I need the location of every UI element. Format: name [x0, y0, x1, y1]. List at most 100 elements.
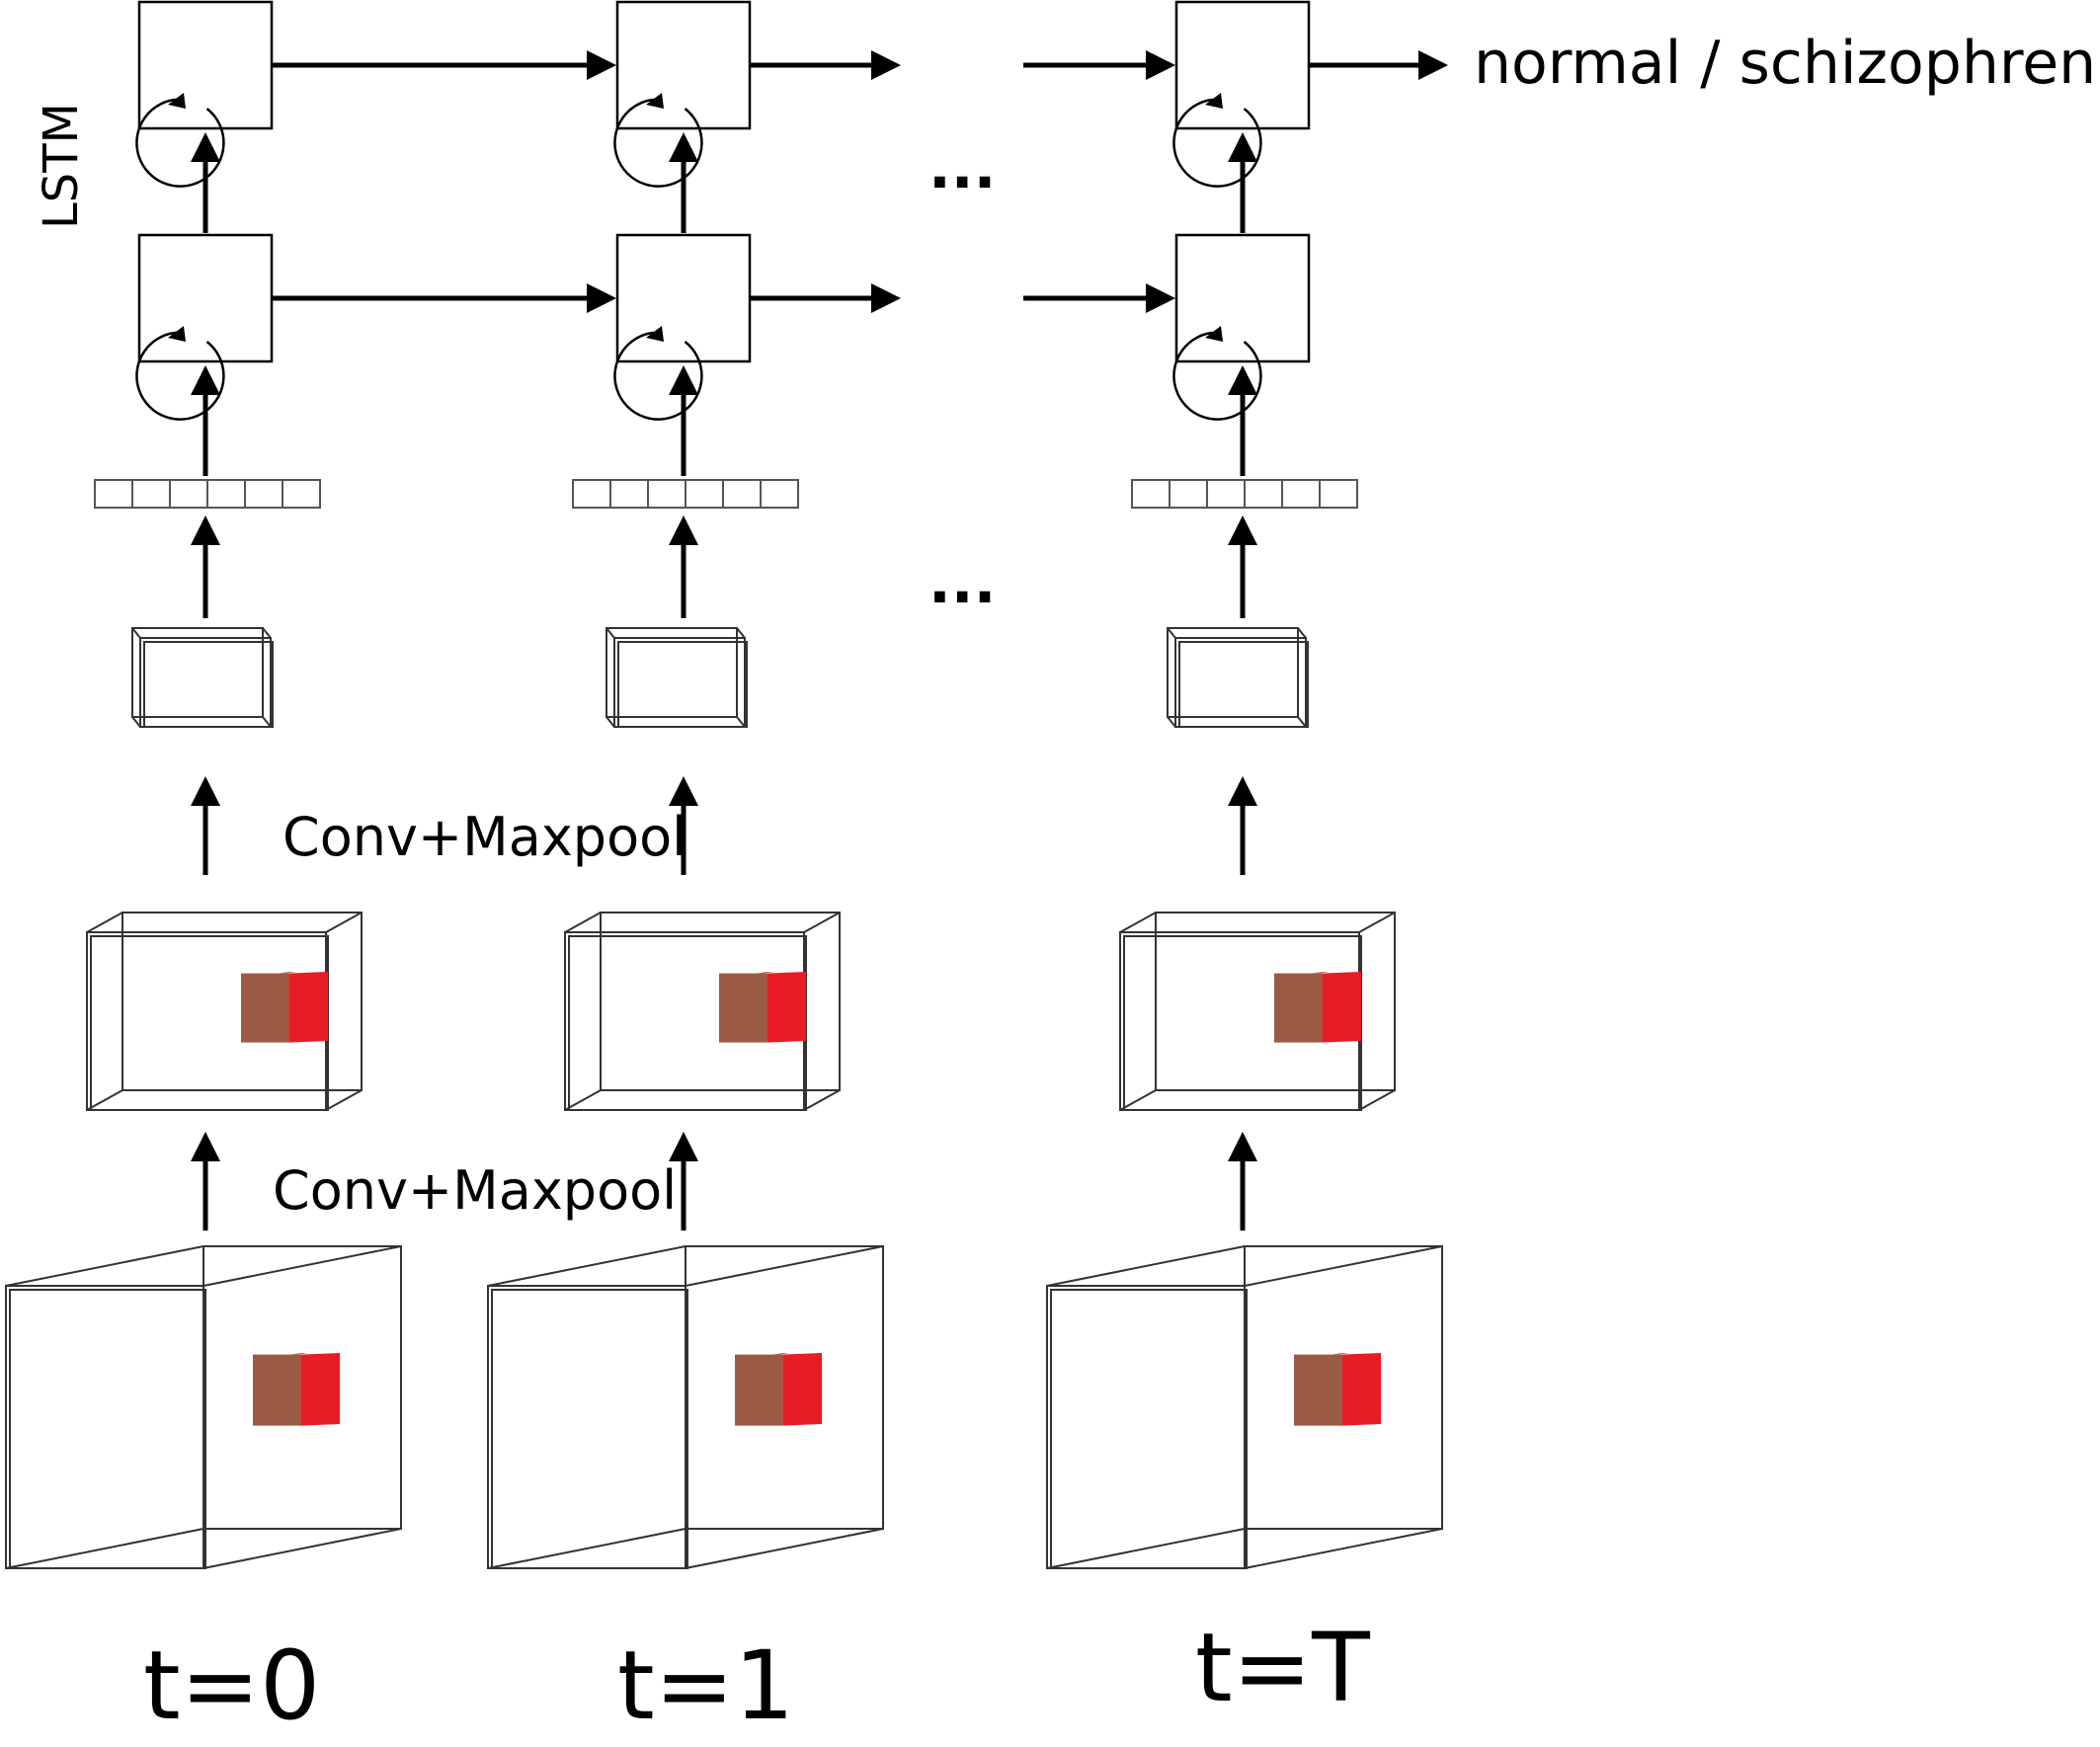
- arrow-conv-lower-t0-head: [191, 1132, 220, 1161]
- arrow-recurrent-bottom-in-T: [1023, 283, 1175, 313]
- lstm-cell-top-t1-loop-icon: [613, 98, 703, 188]
- arrow-conv-lower-t1-head: [669, 1132, 698, 1161]
- large-volume-t0-edge: [5, 1245, 204, 1287]
- feature-vector-t0-cell: [206, 479, 246, 509]
- large-volume-t0: [5, 1245, 402, 1569]
- mid-region-cube-t1: [719, 972, 806, 1043]
- large-region-cube-tT: [1294, 1353, 1381, 1426]
- arrow-recurrent-bottom-in-T-head: [1146, 283, 1175, 313]
- feature-vector-tT: [1131, 479, 1358, 509]
- feature-vector-t1-cell: [760, 479, 799, 509]
- feature-vector-t1-cell: [609, 479, 649, 509]
- arrow-lstm-up-tT: [1228, 132, 1257, 233]
- mid-volume-t1-edge: [803, 912, 841, 933]
- arrow-lstm-up-t1: [669, 132, 698, 233]
- arrow-recurrent-top-1-out-head: [871, 50, 901, 80]
- arrow-output-head: [1418, 50, 1448, 80]
- arrow-small-cube-up-t0: [191, 516, 220, 618]
- arrow-conv-upper-t1: [669, 776, 698, 875]
- large-volume-t1: [487, 1245, 884, 1569]
- mid-volume-t0-edge: [325, 1089, 363, 1111]
- large-region-cube-t1-side: [782, 1353, 822, 1426]
- arrow-conv-lower-t0: [191, 1132, 220, 1231]
- mid-volume-tT-edge: [1119, 1089, 1157, 1111]
- arrow-feature-up-tT-head: [1228, 365, 1257, 395]
- large-region-cube-tT-front: [1294, 1354, 1342, 1426]
- diagram-shapes: [5, 0, 1448, 1569]
- mid-region-cube-t1-front: [719, 973, 767, 1043]
- mid-volume-t0: [86, 912, 363, 1111]
- large-volume-t0-edge: [202, 1245, 402, 1287]
- feature-vector-t0-cell: [94, 479, 133, 509]
- arrow-conv-upper-t0: [191, 776, 220, 875]
- feature-vector-t1-cell: [572, 479, 611, 509]
- arrow-feature-up-t0: [191, 365, 220, 476]
- arrow-small-cube-up-t0-head: [191, 516, 220, 545]
- feature-vector-t1-cell: [722, 479, 762, 509]
- arrow-recurrent-top-0-1-head: [587, 50, 616, 80]
- feature-vector-tT-cell: [1244, 479, 1283, 509]
- large-volume-t1-edge: [487, 1528, 687, 1569]
- large-volume-t0-edge: [5, 1528, 204, 1569]
- lstm-cell-bottom-t1-loop-arrow-icon: [646, 326, 664, 342]
- lstm-cell-bottom-t0: [135, 233, 274, 421]
- lstm-cell-top-t0: [135, 0, 274, 188]
- timestep-label-T: t=T: [1195, 1613, 1370, 1723]
- large-volume-tT-edge: [1244, 1245, 1443, 1287]
- feature-vector-tT-cell: [1131, 479, 1171, 509]
- large-volume-tT: [1046, 1245, 1443, 1569]
- mid-region-cube-tT-front: [1274, 973, 1323, 1043]
- large-volume-tT-face: [1050, 1289, 1248, 1569]
- small-volume-t1-edge: [606, 627, 615, 639]
- large-region-cube-t1-front: [735, 1354, 783, 1426]
- lstm-cell-bottom-tT-loop-arrow-icon: [1205, 326, 1223, 342]
- feature-vector-tT-cell: [1206, 479, 1246, 509]
- arrow-small-cube-up-t1: [669, 516, 698, 618]
- small-volume-tT-face: [1178, 641, 1309, 728]
- large-region-cube-t1: [735, 1353, 822, 1426]
- arrow-recurrent-bottom-0-1-head: [587, 283, 616, 313]
- arrow-conv-lower-tT: [1228, 1132, 1257, 1231]
- large-volume-t0-edge: [202, 1528, 402, 1569]
- small-volume-t0: [131, 627, 274, 728]
- mid-region-cube-tT: [1274, 972, 1361, 1043]
- arrow-conv-upper-tT: [1228, 776, 1257, 875]
- arrow-recurrent-top-in-T: [1023, 50, 1175, 80]
- output-label: normal / schizophrenic: [1474, 29, 2100, 98]
- arrow-lstm-up-t0-head: [191, 132, 220, 162]
- mid-volume-t1: [564, 912, 841, 1111]
- lstm-cell-top-tT-loop-arrow-icon: [1205, 93, 1223, 109]
- small-volume-t0-edge: [262, 627, 272, 639]
- small-volume-tT-edge: [1167, 716, 1176, 728]
- large-region-cube-t0: [253, 1353, 340, 1426]
- lstm-cell-bottom-t0-loop-arrow-icon: [168, 326, 186, 342]
- arrow-recurrent-bottom-1-out-head: [871, 283, 901, 313]
- feature-vector-tT-cell: [1169, 479, 1208, 509]
- mid-volume-t0-edge: [86, 912, 123, 933]
- small-volume-t0-face: [139, 637, 272, 728]
- small-volume-t1: [606, 627, 748, 728]
- small-volume-t1-face: [617, 641, 748, 728]
- mid-region-cube-tT-side: [1322, 972, 1361, 1043]
- feature-vector-t0: [94, 479, 321, 509]
- lstm-cell-bottom-t0-loop-icon: [135, 331, 225, 421]
- mid-region-cube-t0-side: [288, 972, 328, 1043]
- large-region-cube-t0-front: [253, 1354, 301, 1426]
- mid-volume-t1-edge: [564, 912, 602, 933]
- feature-vector-t1-cell: [647, 479, 687, 509]
- arrow-conv-upper-t0-head: [191, 776, 220, 806]
- arrow-feature-up-t1-head: [669, 365, 698, 395]
- arrow-output: [1310, 50, 1448, 80]
- ellipsis-features: ...: [929, 548, 996, 617]
- feature-vector-tT-cell: [1319, 479, 1358, 509]
- large-volume-t0-face: [9, 1289, 206, 1569]
- feature-vector-t1: [572, 479, 799, 509]
- lstm-cell-top-t0-loop-arrow-icon: [168, 93, 186, 109]
- arrow-recurrent-top-in-T-head: [1146, 50, 1175, 80]
- feature-vector-t0-cell: [244, 479, 283, 509]
- lstm-cell-bottom-tT-box: [1174, 233, 1311, 363]
- large-region-cube-tT-side: [1341, 1353, 1381, 1426]
- arrow-feature-up-t1: [669, 365, 698, 476]
- arrow-lstm-up-tT-head: [1228, 132, 1257, 162]
- timestep-label-0: t=0: [143, 1630, 320, 1741]
